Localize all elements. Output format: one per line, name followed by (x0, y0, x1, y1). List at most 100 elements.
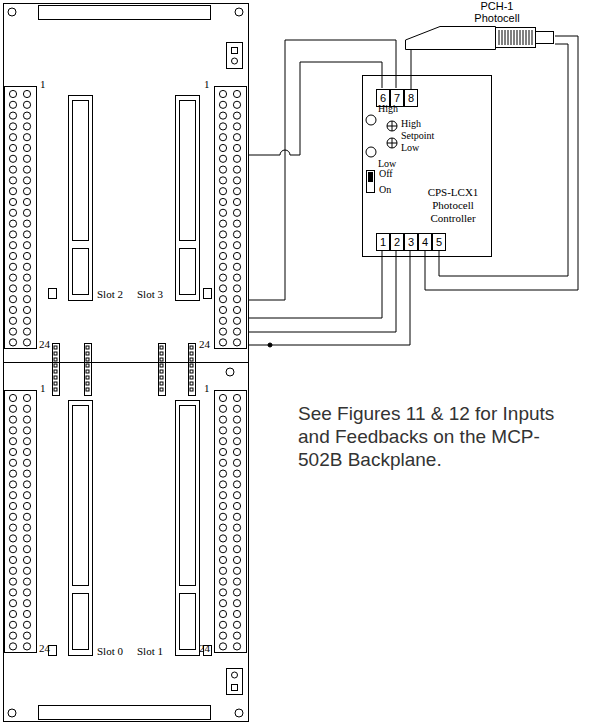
terminal-hole (219, 632, 226, 639)
terminal-hole (23, 242, 30, 249)
wire (249, 250, 382, 318)
terminal-hole (23, 535, 30, 542)
terminal-hole (233, 328, 240, 335)
wire (249, 250, 396, 332)
header-pin (86, 382, 89, 385)
terminal-number: 5 (433, 235, 445, 249)
terminal-hole (233, 166, 240, 173)
slot-key (73, 249, 89, 295)
terminal-hole (219, 481, 226, 488)
terminal-hole (233, 610, 240, 617)
terminal-hole (23, 220, 30, 227)
terminal-hole (23, 263, 30, 270)
setpoint-label: Low (401, 142, 419, 153)
slot-label: Slot 2 (97, 288, 123, 300)
terminal-hole (23, 198, 30, 205)
terminal-hole (233, 578, 240, 585)
terminal-hole (9, 492, 16, 499)
slot-led (49, 289, 57, 299)
terminal-hole (219, 438, 226, 445)
terminal-hole (23, 252, 30, 259)
slot-key (73, 594, 89, 650)
terminal-hole (23, 492, 30, 499)
terminal-hole (23, 296, 30, 303)
setpoint-pot (387, 121, 397, 131)
header-pin (54, 346, 57, 349)
power-jack (227, 669, 243, 695)
setpoint-label: High (401, 118, 421, 129)
terminal-number: 7 (391, 91, 403, 105)
terminal-hole (23, 470, 30, 477)
terminal-number: 3 (405, 235, 417, 249)
wire-connector (411, 50, 412, 89)
terminal-hole (9, 448, 16, 455)
terminal-hole (219, 524, 226, 531)
power-jack (227, 43, 243, 69)
terminal-hole (219, 459, 226, 466)
terminal-hole (9, 317, 16, 324)
slot-key (180, 249, 196, 295)
top-connector (39, 6, 211, 20)
terminal-hole (9, 263, 16, 270)
terminal-hole (219, 198, 226, 205)
header-pin (86, 376, 89, 379)
pot-mark (392, 121, 393, 131)
bottom-connector (39, 706, 211, 720)
photocell-outline (400, 0, 555, 50)
header-pin (54, 388, 57, 391)
terminal-hole (233, 134, 240, 141)
terminal-hole (233, 144, 240, 151)
terminal-hole (9, 643, 16, 650)
header-pin (160, 346, 163, 349)
terminal-hole (219, 306, 226, 313)
terminal-hole (23, 556, 30, 563)
terminal-hole (23, 285, 30, 292)
terminal-hole (23, 610, 30, 617)
terminal-hole (219, 112, 226, 119)
terminal-hole (23, 394, 30, 401)
terminal-hole (219, 166, 226, 173)
terminal-hole (9, 502, 16, 509)
terminal-hole (23, 589, 30, 596)
header-pin (190, 352, 193, 355)
terminal-hole (23, 90, 30, 97)
terminal-hole (9, 242, 16, 249)
terminal-hole (233, 643, 240, 650)
wire (249, 40, 396, 300)
terminal-hole (23, 328, 30, 335)
header-pin (190, 346, 193, 349)
header-pin (160, 388, 163, 391)
slot-led (204, 289, 212, 299)
header-pin (54, 370, 57, 373)
terminal-hole (9, 632, 16, 639)
terminal-hole (233, 470, 240, 477)
header-pin (160, 382, 163, 385)
power-pin (232, 685, 238, 691)
terminal-box: 1 (376, 233, 390, 251)
terminal-hole (9, 535, 16, 542)
header-pin (190, 376, 193, 379)
terminal-hole (9, 134, 16, 141)
terminal-hole (23, 438, 30, 445)
terminal-hole (23, 416, 30, 423)
header-pin (86, 370, 89, 373)
note-text: See Figures 11 & 12 for Inputs and Feedb… (298, 402, 580, 471)
terminal-hole (9, 166, 16, 173)
terminal-hole (9, 101, 16, 108)
terminal-hole (219, 144, 226, 151)
terminal-hole (233, 177, 240, 184)
terminal-hole (233, 546, 240, 553)
pot-mark (392, 138, 393, 148)
terminal-hole (219, 535, 226, 542)
terminal-hole (233, 263, 240, 270)
photocell-sensor: PCH-1 Photocell (400, 0, 555, 50)
terminal-number: 2 (391, 235, 403, 249)
terminal-hole (23, 459, 30, 466)
terminal-hole (9, 123, 16, 130)
terminal-hole (233, 556, 240, 563)
terminal-hole (9, 90, 16, 97)
terminal-hole (9, 144, 16, 151)
setpoint-pot (387, 138, 397, 148)
terminal-hole (219, 578, 226, 585)
